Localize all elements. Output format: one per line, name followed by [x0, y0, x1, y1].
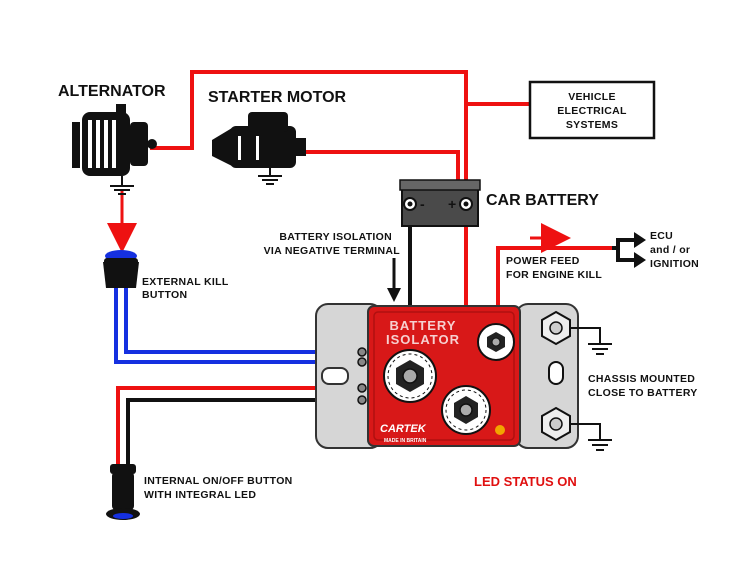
ground-symbol-bottom-icon [570, 423, 612, 451]
battery-minus-label: - [420, 196, 425, 212]
kill-wire-1 [114, 288, 362, 364]
power-feed-label-2: FOR ENGINE KILL [506, 269, 602, 281]
car-battery-icon [399, 179, 481, 227]
chassis-bolt-top-icon [541, 310, 571, 346]
isolator-power-feed-stud-icon [477, 323, 515, 361]
vehicle-systems-box [528, 80, 656, 140]
ecu-arrows-icon [612, 232, 646, 268]
kill-wire-2 [124, 288, 362, 354]
mounting-slot [548, 361, 564, 385]
alternator-label: ALTERNATOR [58, 83, 166, 100]
ecu-label-2: and / or [650, 244, 690, 256]
vehicle-systems-label-2: ELECTRICAL [557, 105, 627, 117]
internal-button-icon [106, 464, 140, 520]
isolation-label-2: VIA NEGATIVE TERMINAL [264, 245, 401, 257]
ecu-label-3: IGNITION [650, 258, 699, 270]
isolator-main-stud-icon [383, 349, 437, 403]
internal-button-black-wire [126, 398, 362, 466]
ecu-label-1: ECU [650, 230, 673, 242]
isolator-label-2: ISOLATOR [386, 332, 460, 347]
starter-motor-label: STARTER MOTOR [208, 89, 347, 106]
kill-button-label-1: EXTERNAL KILL [142, 276, 229, 288]
internal-button-red-wire [116, 386, 362, 466]
internal-button-label-2: WITH INTEGRAL LED [144, 489, 256, 501]
made-in-label: MADE IN BRITAIN [384, 438, 427, 444]
led-status-label: LED STATUS ON [474, 474, 577, 489]
isolation-label-1: BATTERY ISOLATION [279, 231, 392, 243]
power-feed-label-1: POWER FEED [506, 255, 580, 267]
battery-plus-label: + [448, 196, 456, 212]
kill-button-label-2: BUTTON [142, 289, 187, 301]
status-led-icon [495, 425, 505, 435]
isolation-arrow-icon [387, 258, 401, 302]
internal-button-label-1: INTERNAL ON/OFF BUTTON [144, 475, 293, 487]
alternator-icon [72, 104, 157, 195]
chassis-label-2: CLOSE TO BATTERY [588, 387, 698, 399]
isolator-label-1: BATTERY [390, 318, 457, 333]
chassis-bolt-bottom-icon [541, 406, 571, 442]
brand-label: CARTEK [380, 423, 427, 435]
starter-motor-icon [212, 112, 306, 185]
ground-symbol-top-icon [570, 327, 612, 355]
chassis-label-1: CHASSIS MOUNTED [588, 373, 695, 385]
power-feed-wire [496, 246, 612, 330]
vehicle-systems-label-3: SYSTEMS [566, 119, 618, 131]
isolator-positive-stud-icon [441, 385, 491, 435]
external-kill-button-icon [103, 250, 139, 288]
car-battery-label: CAR BATTERY [486, 192, 599, 209]
vehicle-systems-label-1: VEHICLE [568, 91, 616, 103]
alternator-positive-wire [150, 70, 468, 196]
